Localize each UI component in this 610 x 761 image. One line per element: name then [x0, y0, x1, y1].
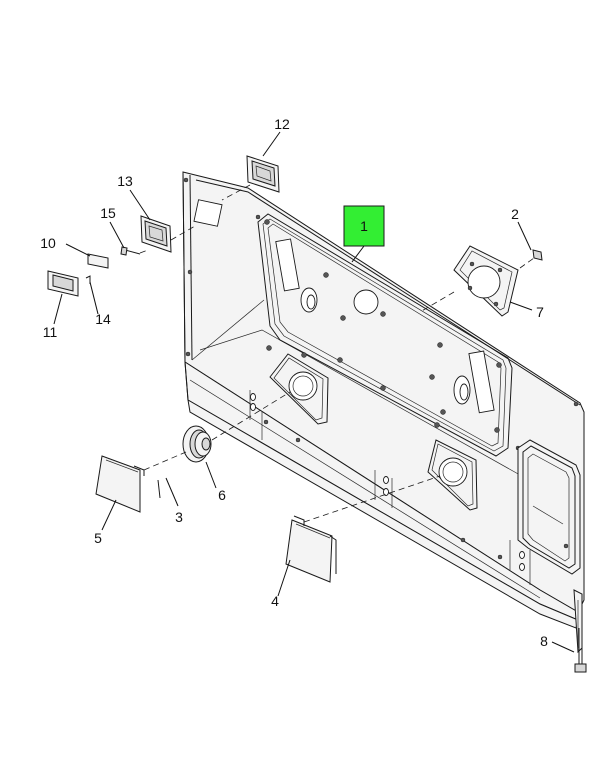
callout-2[interactable]: 2 — [511, 206, 519, 222]
part-4-grille — [285, 475, 441, 583]
callout-8[interactable]: 8 — [540, 633, 548, 649]
part-7-bracket — [419, 245, 535, 317]
callout-11[interactable]: 11 — [43, 324, 58, 340]
part-12-assembly — [221, 155, 280, 201]
leader-lines — [53, 131, 575, 653]
panel-fasteners — [183, 177, 579, 560]
callout-3[interactable]: 3 — [175, 509, 183, 525]
speaker-mount-right — [427, 439, 478, 511]
speaker-mount-left — [269, 353, 329, 425]
callout-13[interactable]: 13 — [117, 173, 133, 189]
callout-4[interactable]: 4 — [271, 593, 279, 609]
callout-1-highlight — [343, 205, 385, 247]
part-14-clip — [85, 275, 91, 284]
callout-7[interactable]: 7 — [536, 304, 544, 320]
callout-14[interactable]: 14 — [95, 311, 111, 327]
rear-window-frame — [517, 439, 581, 575]
callout-5[interactable]: 5 — [94, 530, 102, 546]
callout-15[interactable]: 15 — [100, 205, 116, 221]
part-13-assembly — [140, 215, 196, 253]
part-2-nut — [532, 249, 543, 261]
rear-wall-panel — [182, 171, 585, 654]
part-3-wire — [157, 479, 161, 499]
part-8-bolt — [574, 628, 587, 673]
part-5-grille — [95, 451, 187, 513]
part-10-plate — [87, 253, 109, 269]
callout-10[interactable]: 10 — [40, 235, 56, 251]
part-11-bezel — [47, 270, 79, 297]
callout-6[interactable]: 6 — [218, 487, 226, 503]
callout-12[interactable]: 12 — [274, 116, 290, 132]
callout-1[interactable]: 1 — [360, 218, 368, 234]
part-15-screw — [120, 246, 149, 256]
part-6-speaker — [182, 391, 291, 463]
callout-labels: 1 2 3 4 5 6 7 8 10 11 12 13 14 15 — [40, 116, 548, 649]
